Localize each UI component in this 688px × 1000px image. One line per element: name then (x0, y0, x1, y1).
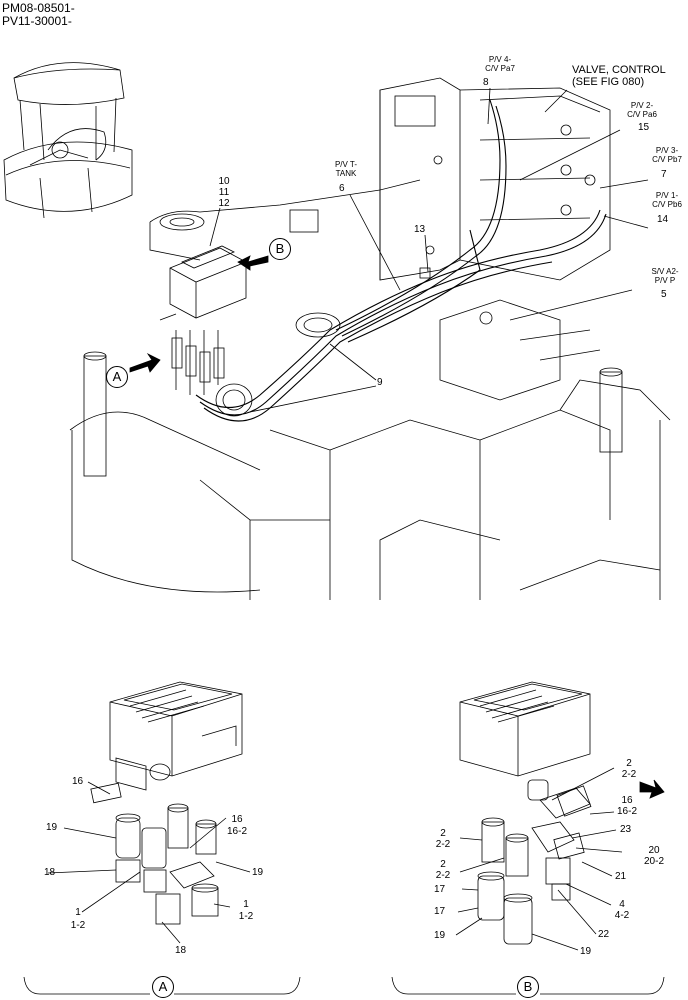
part-number-5: 5 (661, 289, 667, 300)
callout-sva2-line1: S/V A2- (651, 267, 679, 276)
detail-b-drawing (391, 681, 665, 995)
detail-b-2-mid: 2 (440, 828, 446, 839)
header-line-2: PV11-30001- (2, 14, 72, 28)
detail-b-4: 4 (619, 899, 625, 910)
detail-b-2-2-low: 2-2 (435, 870, 451, 881)
detail-a-marker: A (152, 976, 174, 998)
detail-a-drawing (23, 681, 301, 995)
detail-b-2-top: 2 (626, 758, 632, 769)
detail-a-18-bottom: 18 (175, 945, 187, 956)
detail-a-16-right: 16 (231, 814, 243, 825)
detail-b-marker: B (517, 976, 539, 998)
callout-valve-control: VALVE, CONTROL (SEE FIG 080) (572, 64, 666, 88)
header-line-1: PM08-08501- (2, 1, 75, 15)
part-number-12: 12 (218, 198, 230, 209)
callout-pv3-line1: P/V 3- (655, 146, 679, 155)
detail-b-16-2: 16-2 (616, 806, 637, 817)
detail-b-19-right: 19 (580, 946, 592, 957)
view-marker-a: A (106, 366, 128, 388)
callout-sva2-line2: P/V P (654, 276, 676, 285)
part-number-11: 11 (218, 187, 230, 198)
detail-a-1-2-right: 1-2 (238, 911, 254, 922)
detail-a-18: 18 (44, 867, 56, 878)
part-number-9: 9 (377, 377, 383, 388)
callout-pv3: P/V 3- C/V Pb7 (648, 146, 686, 164)
callout-pv1-line2: C/V Pb6 (652, 200, 682, 209)
view-marker-b: B (269, 238, 291, 260)
callout-pv2: P/V 2- C/V Pa6 (620, 101, 664, 119)
detail-b-17-lower: 17 (434, 906, 446, 917)
callout-valve-line2: (SEE FIG 080) (572, 76, 645, 88)
detail-b-23: 23 (620, 824, 632, 835)
detail-b-4-2: 4-2 (614, 910, 630, 921)
detail-b-2-2-mid: 2-2 (435, 839, 451, 850)
detail-a-16-2: 16-2 (226, 826, 247, 837)
callout-pv2-line2: C/V Pa6 (627, 110, 657, 119)
part-number-14: 14 (657, 214, 669, 225)
part-number-15: 15 (638, 122, 650, 133)
detail-b-21: 21 (615, 871, 627, 882)
callout-pvt: P/V T- TANK (326, 160, 366, 178)
callout-pv1-line1: P/V 1- (655, 191, 679, 200)
detail-b-20: 20 (648, 845, 660, 856)
callout-pv3-line2: C/V Pb7 (652, 155, 682, 164)
part-number-10: 10 (218, 176, 230, 187)
detail-a-1-left: 1 (75, 907, 81, 918)
detail-b-2-2-top: 2-2 (621, 769, 637, 780)
detail-b-22: 22 (598, 929, 610, 940)
callout-pv2-line1: P/V 2- (630, 101, 654, 110)
detail-b-19-left: 19 (434, 930, 446, 941)
part-number-6: 6 (339, 183, 345, 194)
part-number-13: 13 (414, 224, 426, 235)
detail-a-1-right: 1 (243, 899, 249, 910)
callout-valve-line1: VALVE, CONTROL (572, 64, 666, 76)
detail-b-16: 16 (621, 795, 633, 806)
machine-thumbnail (3, 62, 133, 219)
callout-pv4-line1: P/V 4- (488, 55, 512, 64)
part-number-7: 7 (661, 169, 667, 180)
callout-pv4-line2: C/V Pa7 (485, 64, 515, 73)
callout-sva2: S/V A2- P/V P (644, 267, 686, 285)
callout-pvt-line2: TANK (335, 169, 357, 178)
detail-a-19: 19 (46, 822, 58, 833)
part-number-8: 8 (483, 77, 489, 88)
detail-b-2-low: 2 (440, 859, 446, 870)
detail-a-16: 16 (72, 776, 84, 787)
callout-pv4: P/V 4- C/V Pa7 (478, 55, 522, 73)
detail-b-17-upper: 17 (434, 884, 446, 895)
detail-a-19-right: 19 (252, 867, 264, 878)
detail-b-20-2: 20-2 (643, 856, 664, 867)
callout-pvt-line1: P/V T- (334, 160, 358, 169)
callout-pv1: P/V 1- C/V Pb6 (648, 191, 686, 209)
detail-a-1-2-left: 1-2 (70, 920, 86, 931)
main-assembly (69, 77, 671, 600)
